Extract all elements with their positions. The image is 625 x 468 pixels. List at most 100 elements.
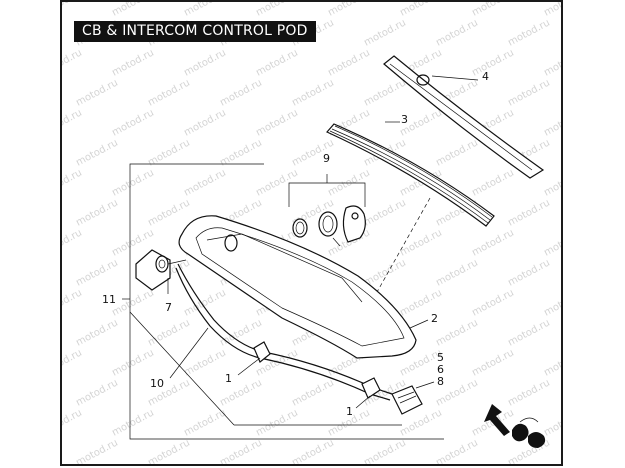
watermark-text: motod.ru bbox=[362, 77, 408, 108]
watermark-text: motod.ru bbox=[470, 287, 516, 318]
watermark-text: motod.ru bbox=[506, 77, 552, 108]
watermark-text: motod.ru bbox=[254, 107, 300, 138]
watermark-text: motod.ru bbox=[362, 17, 408, 48]
callouts: 4 3 9 2 11 7 10 1 1 5 6 8 bbox=[102, 70, 489, 418]
watermark-text: motod.ru bbox=[62, 407, 84, 438]
watermark-text: motod.ru bbox=[62, 47, 84, 78]
watermark-text: motod.ru bbox=[74, 137, 120, 168]
watermark-text: motod.ru bbox=[182, 2, 228, 19]
callout-11: 11 bbox=[102, 293, 116, 306]
assembly-bracket bbox=[122, 163, 444, 440]
watermark-text: motod.ru bbox=[74, 317, 120, 348]
watermark-text: motod.ru bbox=[74, 77, 120, 108]
watermark-text: motod.ru bbox=[62, 287, 84, 318]
callout-6: 6 bbox=[437, 363, 444, 376]
callout-9: 9 bbox=[323, 152, 330, 165]
wire-clip-b bbox=[361, 377, 381, 399]
switch-part bbox=[135, 249, 187, 294]
watermark-text: motod.ru bbox=[146, 317, 192, 348]
watermark-text: motod.ru bbox=[110, 2, 156, 19]
watermark-text: motod.ru bbox=[218, 77, 264, 108]
callout-7: 7 bbox=[165, 301, 172, 314]
watermark-text: motod.ru bbox=[434, 317, 480, 348]
callout-3: 3 bbox=[401, 113, 408, 126]
watermark-text: motod.ru bbox=[542, 2, 563, 19]
callout-2: 2 bbox=[431, 312, 438, 325]
watermark-text: motod.ru bbox=[398, 227, 444, 258]
watermark-text: motod.ru bbox=[74, 197, 120, 228]
watermark-text: motod.ru bbox=[110, 287, 156, 318]
watermark-text: motod.ru bbox=[182, 167, 228, 198]
trim-strip-part bbox=[326, 121, 495, 227]
watermark-text: motod.ru bbox=[110, 47, 156, 78]
wire-harness-part bbox=[175, 263, 423, 415]
watermark-text: motod.ru bbox=[182, 47, 228, 78]
watermark-text: motod.ru bbox=[74, 377, 120, 408]
watermark-text: motod.ru bbox=[62, 347, 84, 378]
watermark-text: motod.ru bbox=[74, 437, 120, 466]
logo-badge-icon bbox=[416, 74, 430, 86]
watermark-text: motod.ru bbox=[506, 317, 552, 348]
watermark-text: motod.ru bbox=[326, 2, 372, 19]
watermark-text: motod.ru bbox=[542, 107, 563, 138]
watermark-text: motod.ru bbox=[110, 167, 156, 198]
callout-1b: 1 bbox=[346, 405, 353, 418]
watermark-text: motod.ru bbox=[182, 407, 228, 438]
watermark-text: motod.ru bbox=[326, 47, 372, 78]
watermark-text: motod.ru bbox=[362, 197, 408, 228]
watermark-text: motod.ru bbox=[470, 227, 516, 258]
top-cover-part bbox=[383, 55, 545, 179]
watermark-text: motod.ru bbox=[398, 2, 444, 19]
watermark-text: motod.ru bbox=[506, 377, 552, 408]
pod-housing-part bbox=[178, 215, 429, 359]
watermark-text: motod.ru bbox=[542, 47, 563, 78]
leader-lines bbox=[169, 327, 435, 409]
watermark-text: motod.ru bbox=[434, 17, 480, 48]
watermark-text: motod.ru bbox=[218, 437, 264, 466]
watermark-text: motod.ru bbox=[506, 197, 552, 228]
watermark-text: motod.ru bbox=[434, 437, 480, 466]
watermark-text: motod.ru bbox=[434, 137, 480, 168]
watermark-text: motod.ru bbox=[506, 257, 552, 288]
watermark-text: motod.ru bbox=[506, 17, 552, 48]
watermark-text: motod.ru bbox=[146, 197, 192, 228]
watermark-text: motod.ru bbox=[254, 47, 300, 78]
wire-clip-a bbox=[253, 341, 271, 363]
callout-5: 5 bbox=[437, 351, 444, 364]
watermark-text: motod.ru bbox=[62, 227, 84, 258]
watermark-text: motod.ru bbox=[542, 167, 563, 198]
watermark-text: motod.ru bbox=[290, 437, 336, 466]
watermark-text: motod.ru bbox=[542, 347, 563, 378]
diagram-title: CB & INTERCOM CONTROL POD bbox=[74, 21, 316, 42]
watermark-text: motod.ru bbox=[110, 347, 156, 378]
callout-4: 4 bbox=[482, 70, 489, 83]
control-knob-parts bbox=[288, 174, 366, 247]
watermark-text: motod.ru bbox=[146, 77, 192, 108]
watermark-text: motod.ru bbox=[470, 167, 516, 198]
callout-10: 10 bbox=[150, 377, 164, 390]
watermark-text: motod.ru bbox=[290, 77, 336, 108]
watermark-text: motod.ru bbox=[254, 2, 300, 19]
watermark-text: motod.ru bbox=[146, 437, 192, 466]
watermark-text: motod.ru bbox=[62, 2, 84, 19]
watermark-text: motod.ru bbox=[62, 167, 84, 198]
watermark-text: motod.ru bbox=[62, 107, 84, 138]
watermark-text: motod.ru bbox=[218, 317, 264, 348]
watermark-text: motod.ru bbox=[74, 257, 120, 288]
watermark-text: motod.ru bbox=[290, 377, 336, 408]
watermark-text: motod.ru bbox=[542, 227, 563, 258]
watermark-text: motod.ru bbox=[470, 2, 516, 19]
watermark-text: motod.ru bbox=[470, 347, 516, 378]
watermark-text: motod.ru bbox=[110, 107, 156, 138]
callout-8: 8 bbox=[437, 375, 444, 388]
watermark-text: motod.ru bbox=[182, 287, 228, 318]
watermark-text: motod.ru bbox=[254, 407, 300, 438]
watermark-text: motod.ru bbox=[470, 47, 516, 78]
orientation-arrow-icon bbox=[484, 404, 546, 448]
watermark-text: motod.ru bbox=[110, 407, 156, 438]
watermark-text: motod.ru bbox=[182, 107, 228, 138]
watermark-text: motod.ru bbox=[434, 257, 480, 288]
watermark-text: motod.ru bbox=[182, 347, 228, 378]
